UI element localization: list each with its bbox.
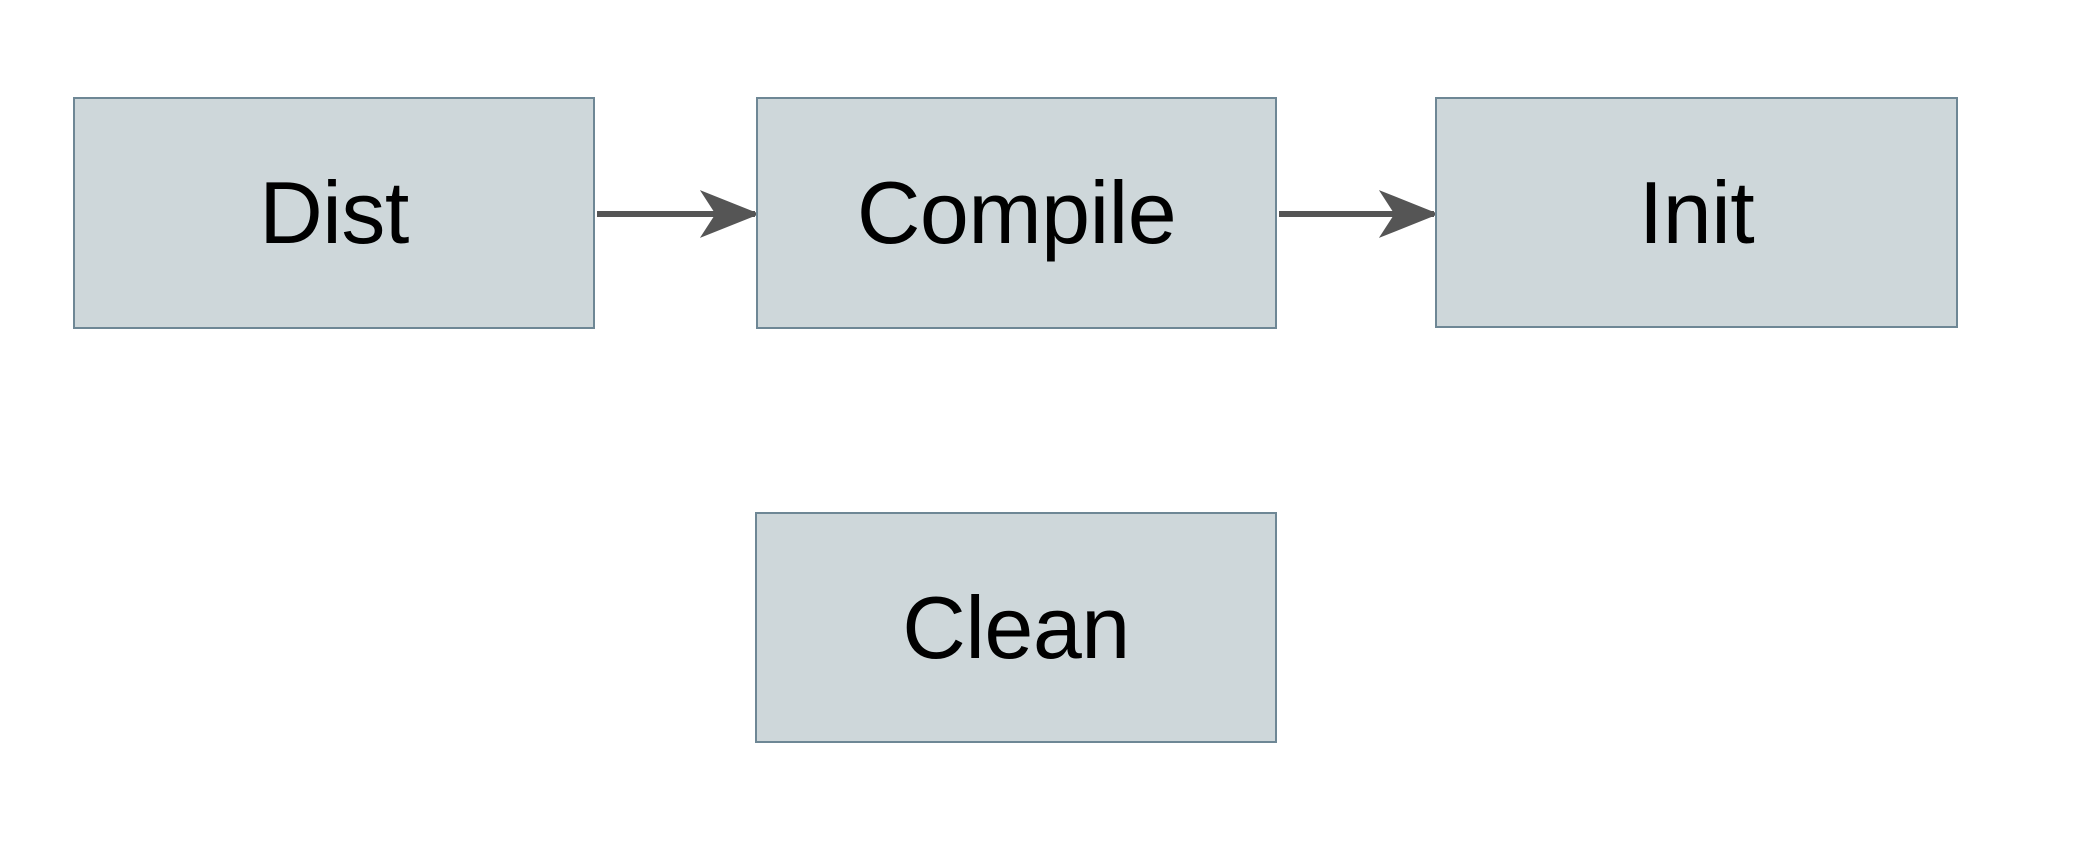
node-dist[interactable]: Dist — [73, 97, 595, 329]
node-compile[interactable]: Compile — [756, 97, 1277, 329]
node-init[interactable]: Init — [1435, 97, 1958, 328]
node-clean-label: Clean — [902, 577, 1130, 677]
node-init-label: Init — [1638, 162, 1755, 262]
node-compile-label: Compile — [856, 163, 1177, 262]
node-clean[interactable]: Clean — [755, 512, 1277, 743]
node-dist-label: Dist — [259, 163, 409, 262]
